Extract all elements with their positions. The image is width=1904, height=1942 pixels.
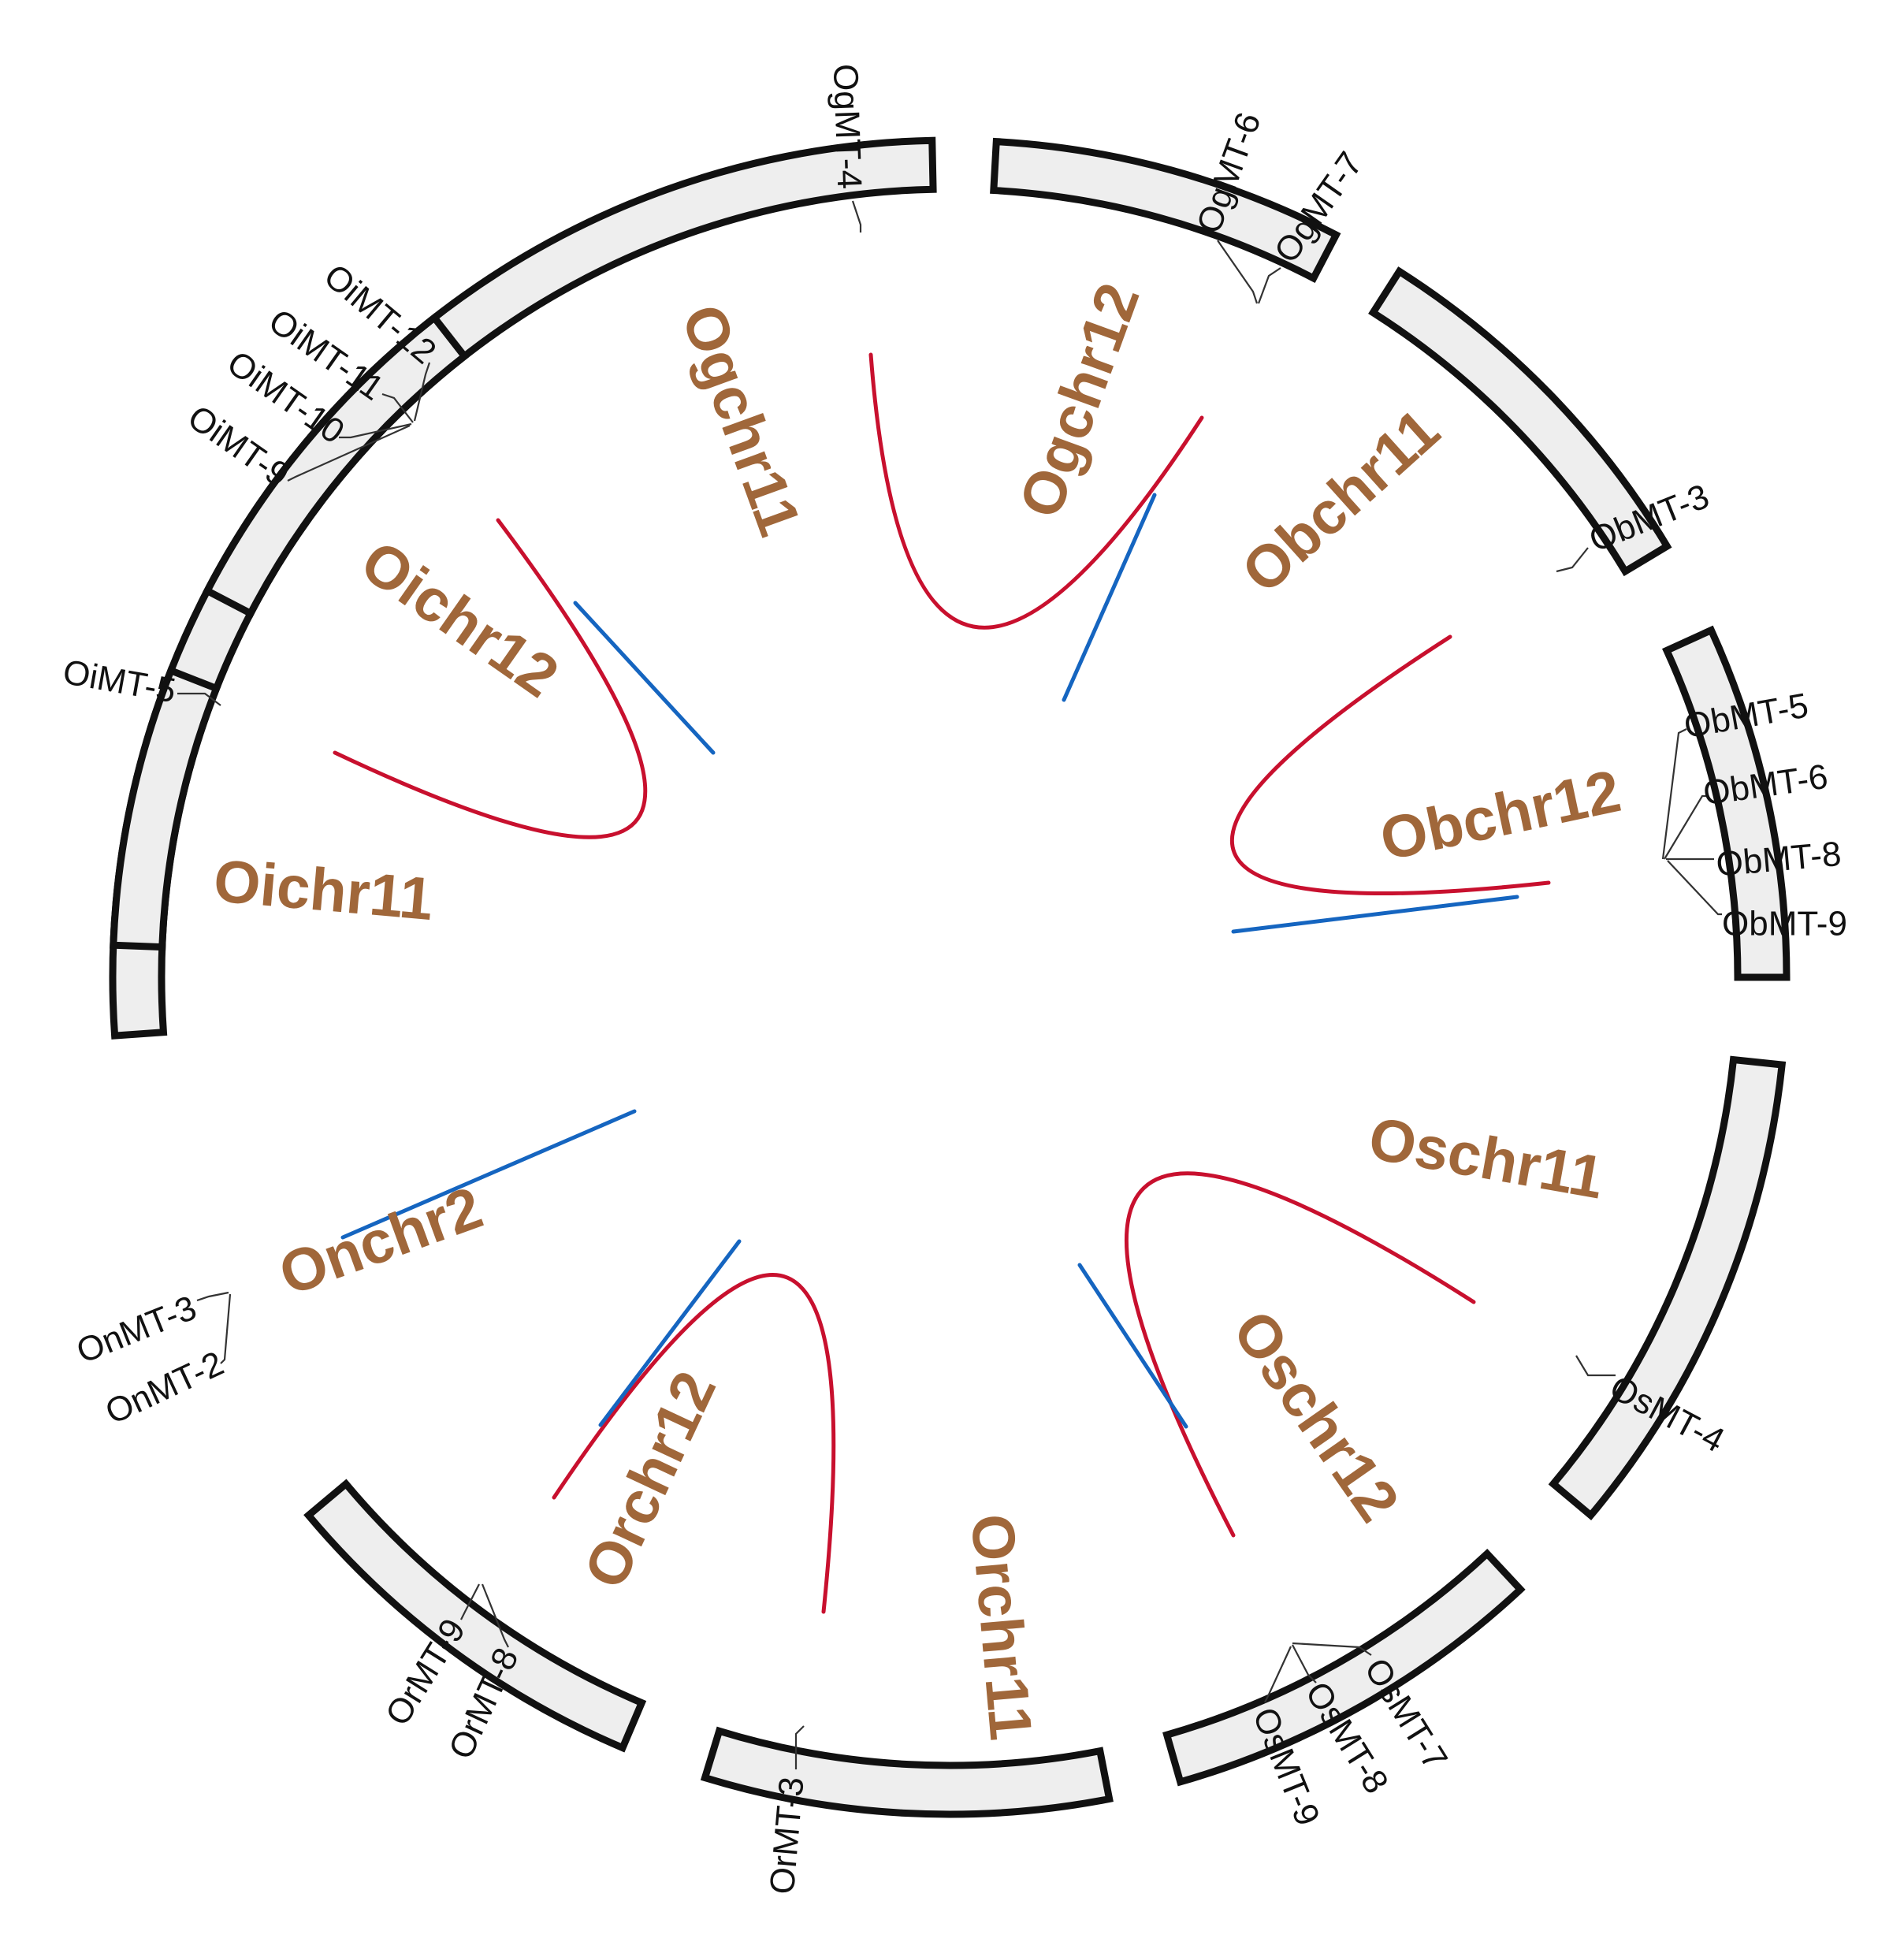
chromosome-label-oschr11: Oschr11 <box>1364 1105 1608 1212</box>
gene-leader-ogmt-7 <box>1257 267 1281 304</box>
gene-leader-osmt-9 <box>1264 1646 1292 1703</box>
gene-label-oimt-5: OiMT-5 <box>60 653 179 710</box>
tandem-duplication-link-11 <box>573 601 716 755</box>
gene-leader-obmt-6 <box>1664 794 1706 860</box>
gene-leader-oimt-10 <box>339 422 412 439</box>
segmental-duplication-link-10 <box>333 518 648 839</box>
gene-leader-osmt-4 <box>1575 1355 1616 1377</box>
gene-leader-oimt-12 <box>413 362 431 422</box>
gene-leader-obmt-5 <box>1661 728 1687 860</box>
chromosome-segment-orchr11 <box>700 1726 1114 1818</box>
gene-leader-osmt-7 <box>1292 1642 1372 1656</box>
tandem-duplication-link-2 <box>1062 493 1157 702</box>
gene-leader-ormt-9 <box>460 1583 480 1620</box>
duplication-links <box>333 352 1551 1614</box>
segmental-duplication-link-7 <box>552 1273 836 1614</box>
chromosome-segment-ogchr11 <box>251 136 937 542</box>
gene-leader-obmt-9 <box>1667 860 1722 916</box>
segmental-duplication-link-1 <box>868 352 1204 630</box>
chromosome-label-orchr12: Orchr12 <box>571 1362 729 1598</box>
gene-leader-ogmt-4 <box>851 200 862 233</box>
chromosome-segment-oschr11 <box>1548 1055 1787 1520</box>
gene-leader-onmt-3 <box>196 1291 229 1302</box>
chromosome-segment-oschr12 <box>1162 1548 1526 1787</box>
gene-label-ogmt-4: OgMT-4 <box>826 63 869 190</box>
chromosome-label-obchr12: Obchr12 <box>1374 757 1626 873</box>
chromosome-label-oichr12: Oichr12 <box>349 528 571 711</box>
chromosome-label-oschr12: Oschr12 <box>1219 1299 1411 1534</box>
tandem-duplication-link-4 <box>1231 895 1519 934</box>
chromosome-segment-obchr12 <box>1661 625 1791 981</box>
gene-leader-onmt-2 <box>220 1293 232 1364</box>
tandem-duplication-link-8 <box>598 1239 742 1427</box>
chromosome-segment-oichr12 <box>202 312 470 619</box>
segmental-duplication-link-3 <box>1229 634 1551 895</box>
gene-leader-ormt-3 <box>794 1725 805 1769</box>
chromosome-label-oichr11: Oichr11 <box>211 847 436 933</box>
gene-leader-osmt-8 <box>1292 1644 1317 1683</box>
chromosome-segment-oichr11 <box>110 665 221 951</box>
gene-label-obmt-9: ObMT-9 <box>1722 905 1847 943</box>
chromosome-label-obchr11: Obchr11 <box>1229 396 1452 607</box>
gene-leader-oimt-5 <box>177 692 221 706</box>
chromosome-label-orchr11: Orchr11 <box>958 1512 1045 1743</box>
gene-leader-oimt-11 <box>381 392 414 423</box>
gene-leader-oimt-9 <box>287 424 411 482</box>
chromosome-label-onchr2: Onchr2 <box>271 1174 491 1308</box>
chromosome-segment-orchr12 <box>303 1479 647 1753</box>
chromosome-label-ogchr11: Ogchr11 <box>668 296 813 545</box>
chromosome-label-ogchr12: Ogchr12 <box>1006 275 1152 526</box>
gene-leader-lines <box>177 200 1722 1769</box>
gene-leader-ogmt-6 <box>1217 240 1259 304</box>
tandem-duplication-link-6 <box>1077 1263 1188 1429</box>
chromosome-labels: Ogchr11 Ogchr12 Obchr11Obchr12Oschr11Oschr… <box>211 275 1627 1743</box>
segmental-duplication-link-5 <box>1124 1171 1476 1538</box>
tandem-duplication-link-9 <box>340 1109 637 1240</box>
chromosome-segment-obchr11 <box>1368 266 1672 577</box>
gene-leader-ormt-8 <box>481 1583 509 1648</box>
gene-leader-obmt-3 <box>1556 547 1589 573</box>
chromosome-segment-ogchr12 <box>990 137 1341 284</box>
chromosome-segments <box>109 136 1791 1818</box>
